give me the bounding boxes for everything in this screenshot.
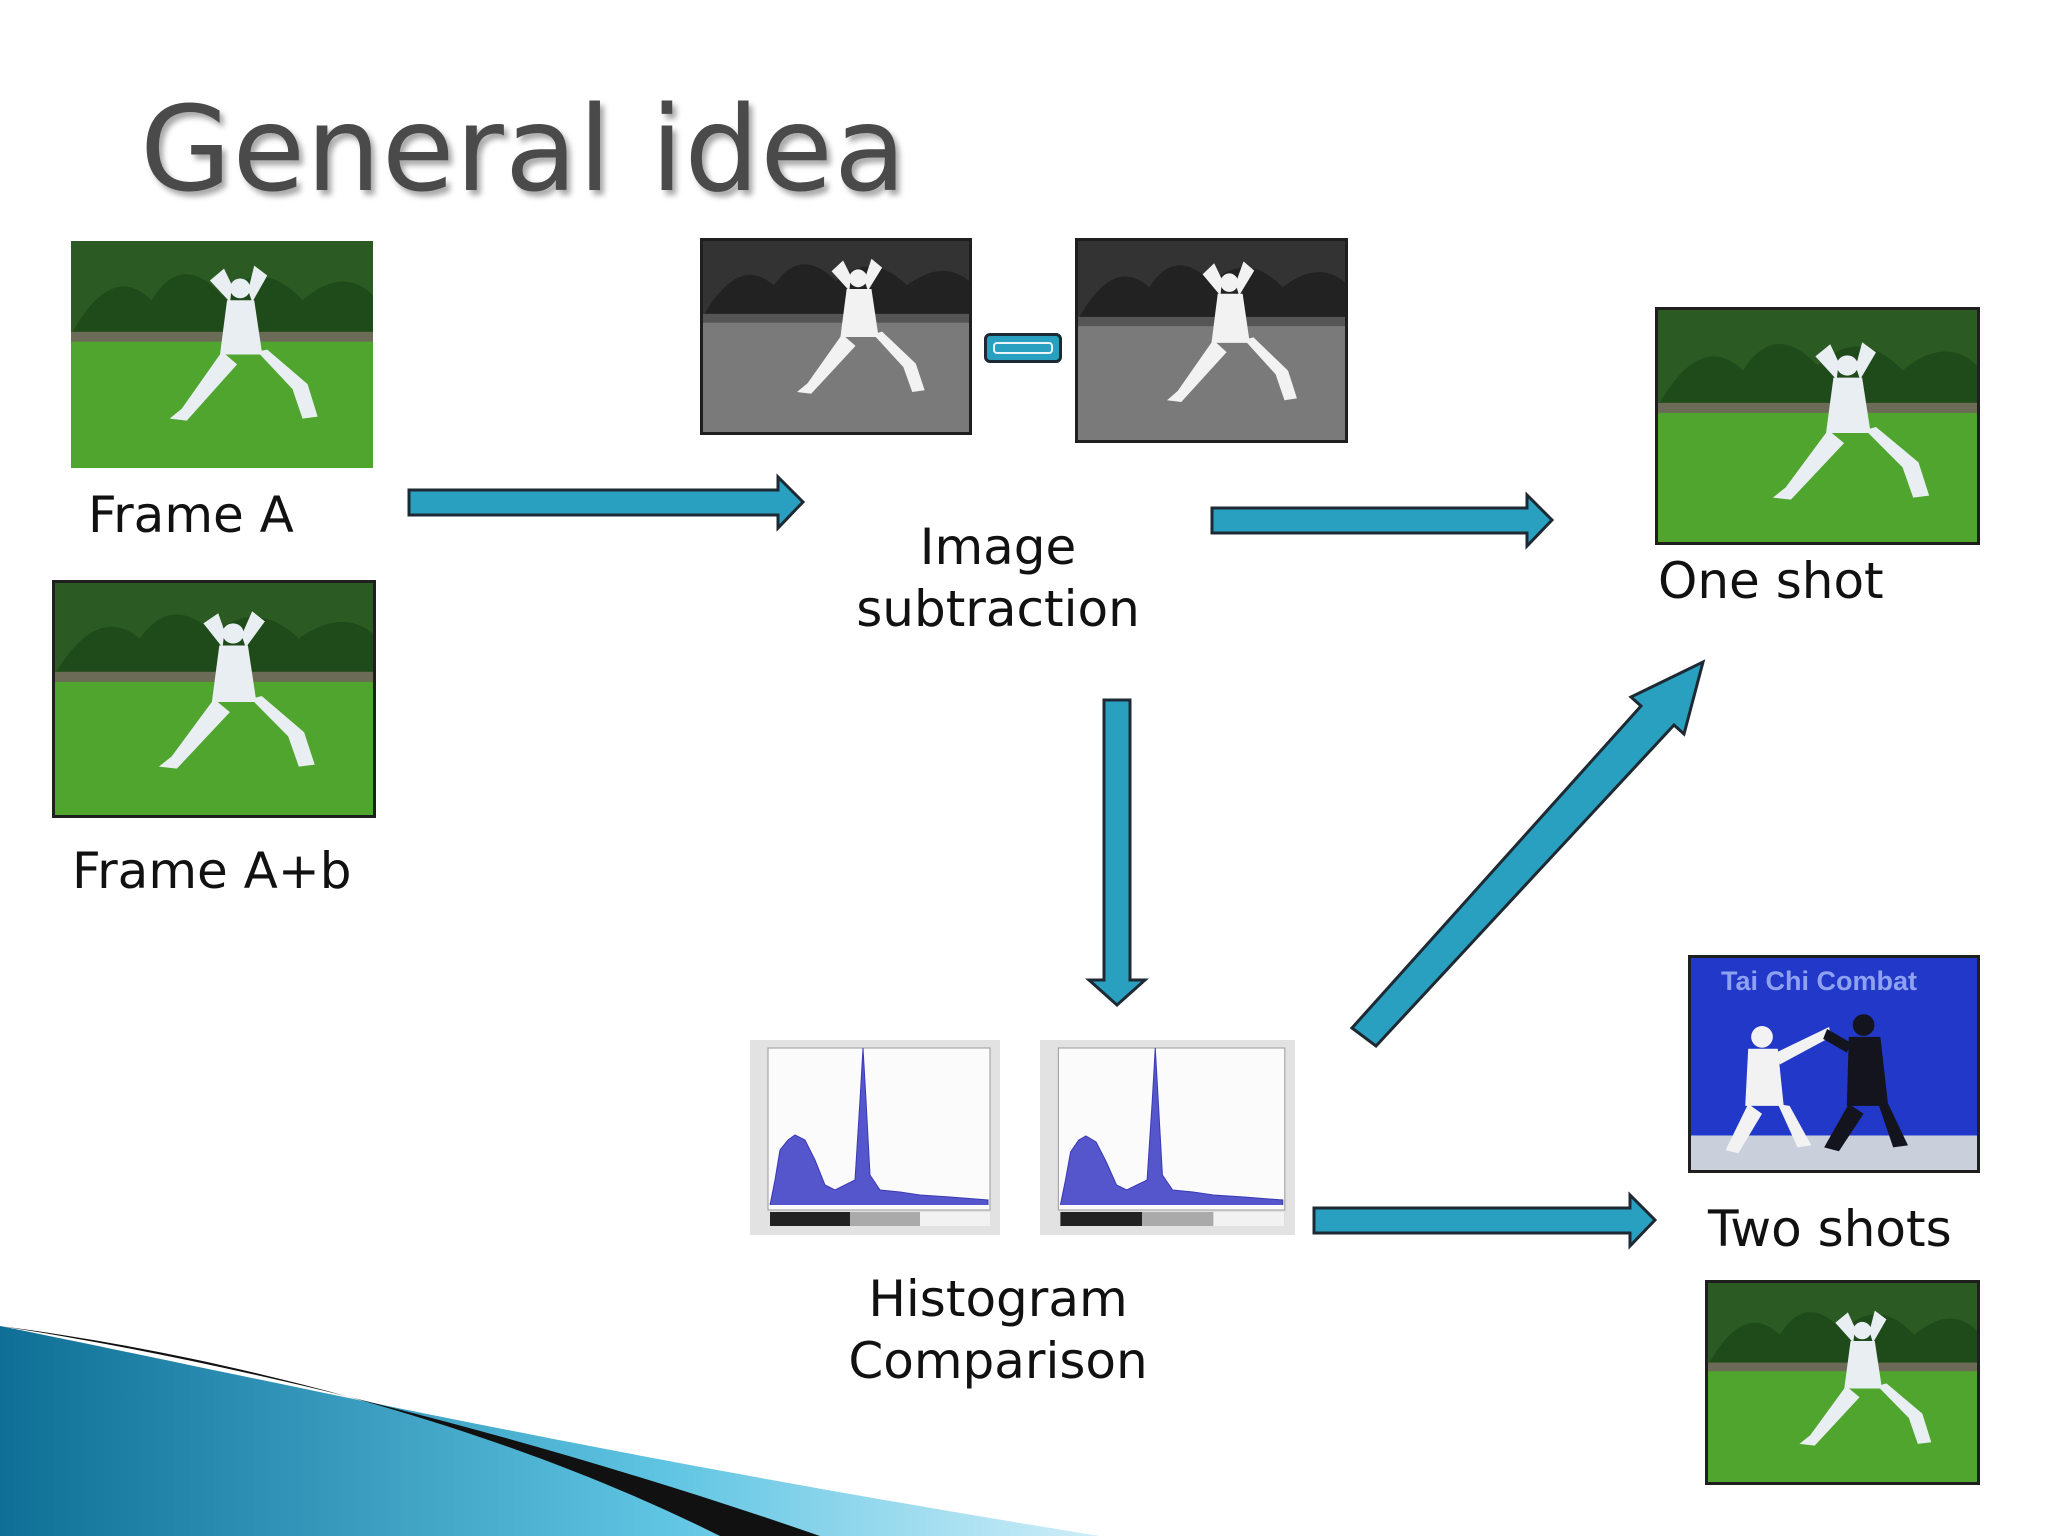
two-shots-combat-thumbnail: Tai Chi Combat <box>1688 955 1980 1173</box>
histogram-left <box>750 1040 1000 1235</box>
corner-swoosh-decoration <box>0 1326 1100 1536</box>
frame-a-b-thumbnail <box>52 580 376 818</box>
one-shot-label: One shot <box>1658 552 1884 610</box>
minus-icon <box>984 333 1062 363</box>
histogram-label-line2: Comparison <box>848 1332 1148 1390</box>
histogram-right <box>1040 1040 1295 1235</box>
arrow-histogram-to-two-shots <box>1312 1191 1658 1250</box>
histogram-label-line1: Histogram <box>868 1270 1128 1328</box>
combat-overlay-text: Tai Chi Combat <box>1721 966 1918 996</box>
arrow-subtraction-to-histogram <box>1085 698 1149 1008</box>
subtraction-label-line1: Image <box>919 518 1077 576</box>
one-shot-thumbnail <box>1655 307 1980 545</box>
frame-a-label: Frame A <box>88 486 294 544</box>
two-shots-label: Two shots <box>1708 1200 1952 1258</box>
subtraction-label-line2: subtraction <box>856 580 1140 638</box>
frame-a-thumbnail <box>68 238 376 471</box>
two-shots-frame-thumbnail <box>1705 1280 1980 1485</box>
arrow-subtraction-to-one-shot <box>1210 491 1555 550</box>
arrow-histogram-to-one-shot <box>1349 659 1706 1049</box>
grayscale-frame-left <box>700 238 972 435</box>
grayscale-frame-right <box>1075 238 1348 443</box>
frame-a-b-label: Frame A+b <box>72 842 352 900</box>
arrow-frames-to-subtraction <box>407 473 806 532</box>
slide-title: General idea <box>140 80 908 218</box>
